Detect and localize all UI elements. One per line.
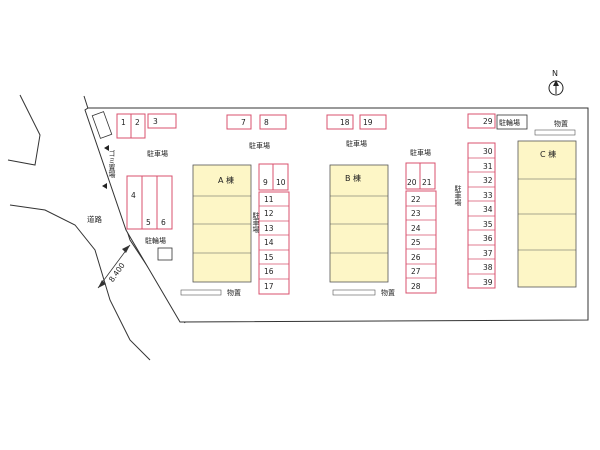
parking-spot-number: 2 xyxy=(135,118,140,127)
building-b xyxy=(329,164,389,283)
parking-spot-number: 14 xyxy=(264,238,274,247)
bike-parking-label: 駐輪場 xyxy=(145,236,166,245)
parking-spot-number: 27 xyxy=(411,267,421,276)
parking-spot xyxy=(419,162,436,190)
parking-label-vertical: 駐車場 xyxy=(454,184,462,207)
parking-spot-number: 16 xyxy=(264,267,274,276)
parking-spot xyxy=(359,114,387,130)
parking-spot-number: 25 xyxy=(411,238,421,247)
parking-spot-number: 28 xyxy=(411,282,421,291)
parking-column-a xyxy=(258,191,290,295)
parking-spot-number: 24 xyxy=(411,224,421,233)
parking-spot-number: 12 xyxy=(264,209,274,218)
parking-spot-number: 31 xyxy=(483,162,493,171)
parking-spot-number: 4 xyxy=(131,191,136,200)
building-c-label: C 棟 xyxy=(540,149,556,159)
parking-column-b xyxy=(405,190,437,294)
storage-c-label: 物置 xyxy=(554,119,568,128)
parking-spot-number: 13 xyxy=(264,224,274,233)
parking-spot-number: 10 xyxy=(276,178,286,187)
storage-b xyxy=(332,289,376,296)
parking-spot-number: 8 xyxy=(264,118,269,127)
parking-spot-number: 33 xyxy=(483,191,493,200)
parking-spot-number: 5 xyxy=(146,218,151,227)
parking-spot-number: 30 xyxy=(483,147,493,156)
parking-spot-number: 23 xyxy=(411,209,421,218)
parking-label: 駐車場 xyxy=(346,139,367,148)
bike-parking-area xyxy=(157,247,173,261)
parking-spot-number: 17 xyxy=(264,282,274,291)
parking-spot xyxy=(147,113,177,129)
parking-label-vertical: 駐車場 xyxy=(252,211,260,234)
road-label: 道路 xyxy=(87,214,102,224)
storage-b-label: 物置 xyxy=(381,288,395,297)
parking-spot-number: 21 xyxy=(422,178,432,187)
storage-a xyxy=(180,289,222,296)
storage-a-label: 物置 xyxy=(227,288,241,297)
storage-c xyxy=(534,129,576,136)
parking-spot-number: 37 xyxy=(483,249,493,258)
parking-spot xyxy=(130,113,146,139)
building-a-label: A 棟 xyxy=(218,175,234,185)
parking-spot-number: 34 xyxy=(483,205,493,214)
parking-spot-number: 15 xyxy=(264,253,274,262)
parking-spot xyxy=(326,114,354,130)
parking-spot-number: 32 xyxy=(483,176,493,185)
parking-spot-number: 36 xyxy=(483,234,493,243)
garbage-label: ゴミ置場 xyxy=(108,149,116,179)
parking-label: 駐車場 xyxy=(147,149,168,158)
parking-spot xyxy=(467,113,496,129)
road-width-dimension: 8.400 xyxy=(97,244,131,289)
entrance-arrow-icon xyxy=(104,145,109,151)
parking-spot-number: 7 xyxy=(241,118,246,127)
entrance-arrow-icon xyxy=(102,183,107,189)
parking-spot-number: 1 xyxy=(121,118,126,127)
parking-spot xyxy=(259,114,287,130)
parking-column-c xyxy=(467,142,496,289)
bike-parking-label: 駐輪場 xyxy=(499,118,520,127)
north-label: N xyxy=(552,69,558,78)
building-b-label: B 棟 xyxy=(345,173,361,183)
parking-spot-number: 11 xyxy=(264,195,274,204)
north-arrow-icon: N xyxy=(548,69,564,96)
parking-spot-number: 3 xyxy=(153,117,158,126)
parking-spot-number: 22 xyxy=(411,195,421,204)
parking-spot xyxy=(156,175,173,230)
parking-spot xyxy=(126,175,143,230)
parking-spot-number: 20 xyxy=(407,178,417,187)
parking-spot-number: 29 xyxy=(483,117,493,126)
parking-spot-number: 9 xyxy=(263,178,268,187)
parking-spot-number: 18 xyxy=(340,118,350,127)
parking-spot-number: 26 xyxy=(411,253,421,262)
parking-spot xyxy=(226,114,252,130)
bike-parking-area xyxy=(496,114,528,130)
parking-spot-number: 35 xyxy=(483,220,493,229)
parking-spot xyxy=(272,163,289,191)
building-a xyxy=(192,164,252,283)
parking-spot-number: 19 xyxy=(363,118,373,127)
garbage-area xyxy=(91,111,113,139)
parking-label: 駐車場 xyxy=(249,141,270,150)
parking-spot-number: 38 xyxy=(483,263,493,272)
parking-label: 駐車場 xyxy=(410,148,431,157)
parking-spot-number: 6 xyxy=(161,218,166,227)
parking-spot-number: 39 xyxy=(483,278,493,287)
